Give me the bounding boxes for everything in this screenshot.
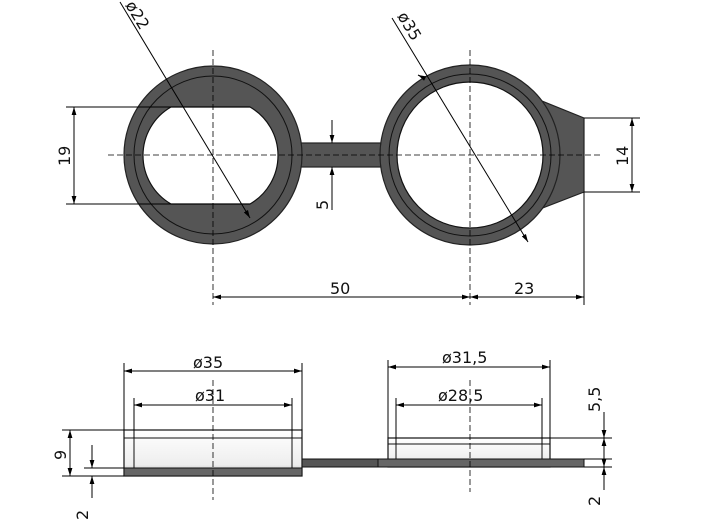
top-view: ø22 ø35 19 5 14 xyxy=(55,0,640,305)
dim-label-right-height: 5,5 xyxy=(585,387,604,412)
dim-label-left-inner-diameter: ø31 xyxy=(195,386,225,405)
dim-label-bridge-width: 5 xyxy=(313,200,332,210)
dim-label-slot-height: 19 xyxy=(55,146,74,166)
dimension-left-inner-diameter: ø31 xyxy=(133,386,293,438)
dim-label-right-ring-diameter: ø35 xyxy=(394,8,426,44)
dimension-right-base-thickness: 2 xyxy=(584,458,612,506)
left-slot-hole xyxy=(142,106,279,205)
dim-label-left-ring-diameter: ø22 xyxy=(122,0,154,33)
bridge-side-shape xyxy=(301,458,383,468)
dim-label-right-inner-diameter: ø28,5 xyxy=(438,386,483,405)
dimension-bridge-width: 5 xyxy=(313,120,335,210)
dimension-tab-length: 23 xyxy=(470,192,585,305)
dim-label-right-outer-diameter: ø31,5 xyxy=(442,348,487,367)
dimension-right-height: 5,5 xyxy=(550,387,612,468)
dimension-left-base-thickness: 2 xyxy=(73,445,124,520)
dimension-center-distance: 50 xyxy=(213,279,470,300)
dim-label-center-distance: 50 xyxy=(330,279,350,298)
dim-label-tab-length: 23 xyxy=(514,279,534,298)
dimension-left-height: 9 xyxy=(51,429,124,477)
dim-label-tab-height: 14 xyxy=(613,146,632,166)
dim-label-left-height: 9 xyxy=(51,450,70,460)
dimension-slot-height: 19 xyxy=(55,106,250,205)
dimension-left-outer-diameter: ø35 xyxy=(123,353,303,430)
side-view: ø35 ø31 ø31,5 ø28,5 9 xyxy=(51,348,612,520)
dimension-right-outer-diameter: ø31,5 xyxy=(387,348,551,438)
dimension-tab-height: 14 xyxy=(584,117,640,193)
dim-label-left-base-thickness: 2 xyxy=(73,510,92,520)
dim-label-left-outer-diameter: ø35 xyxy=(193,353,223,372)
dim-label-right-base-thickness: 2 xyxy=(585,496,604,506)
dimension-right-inner-diameter: ø28,5 xyxy=(395,386,543,444)
